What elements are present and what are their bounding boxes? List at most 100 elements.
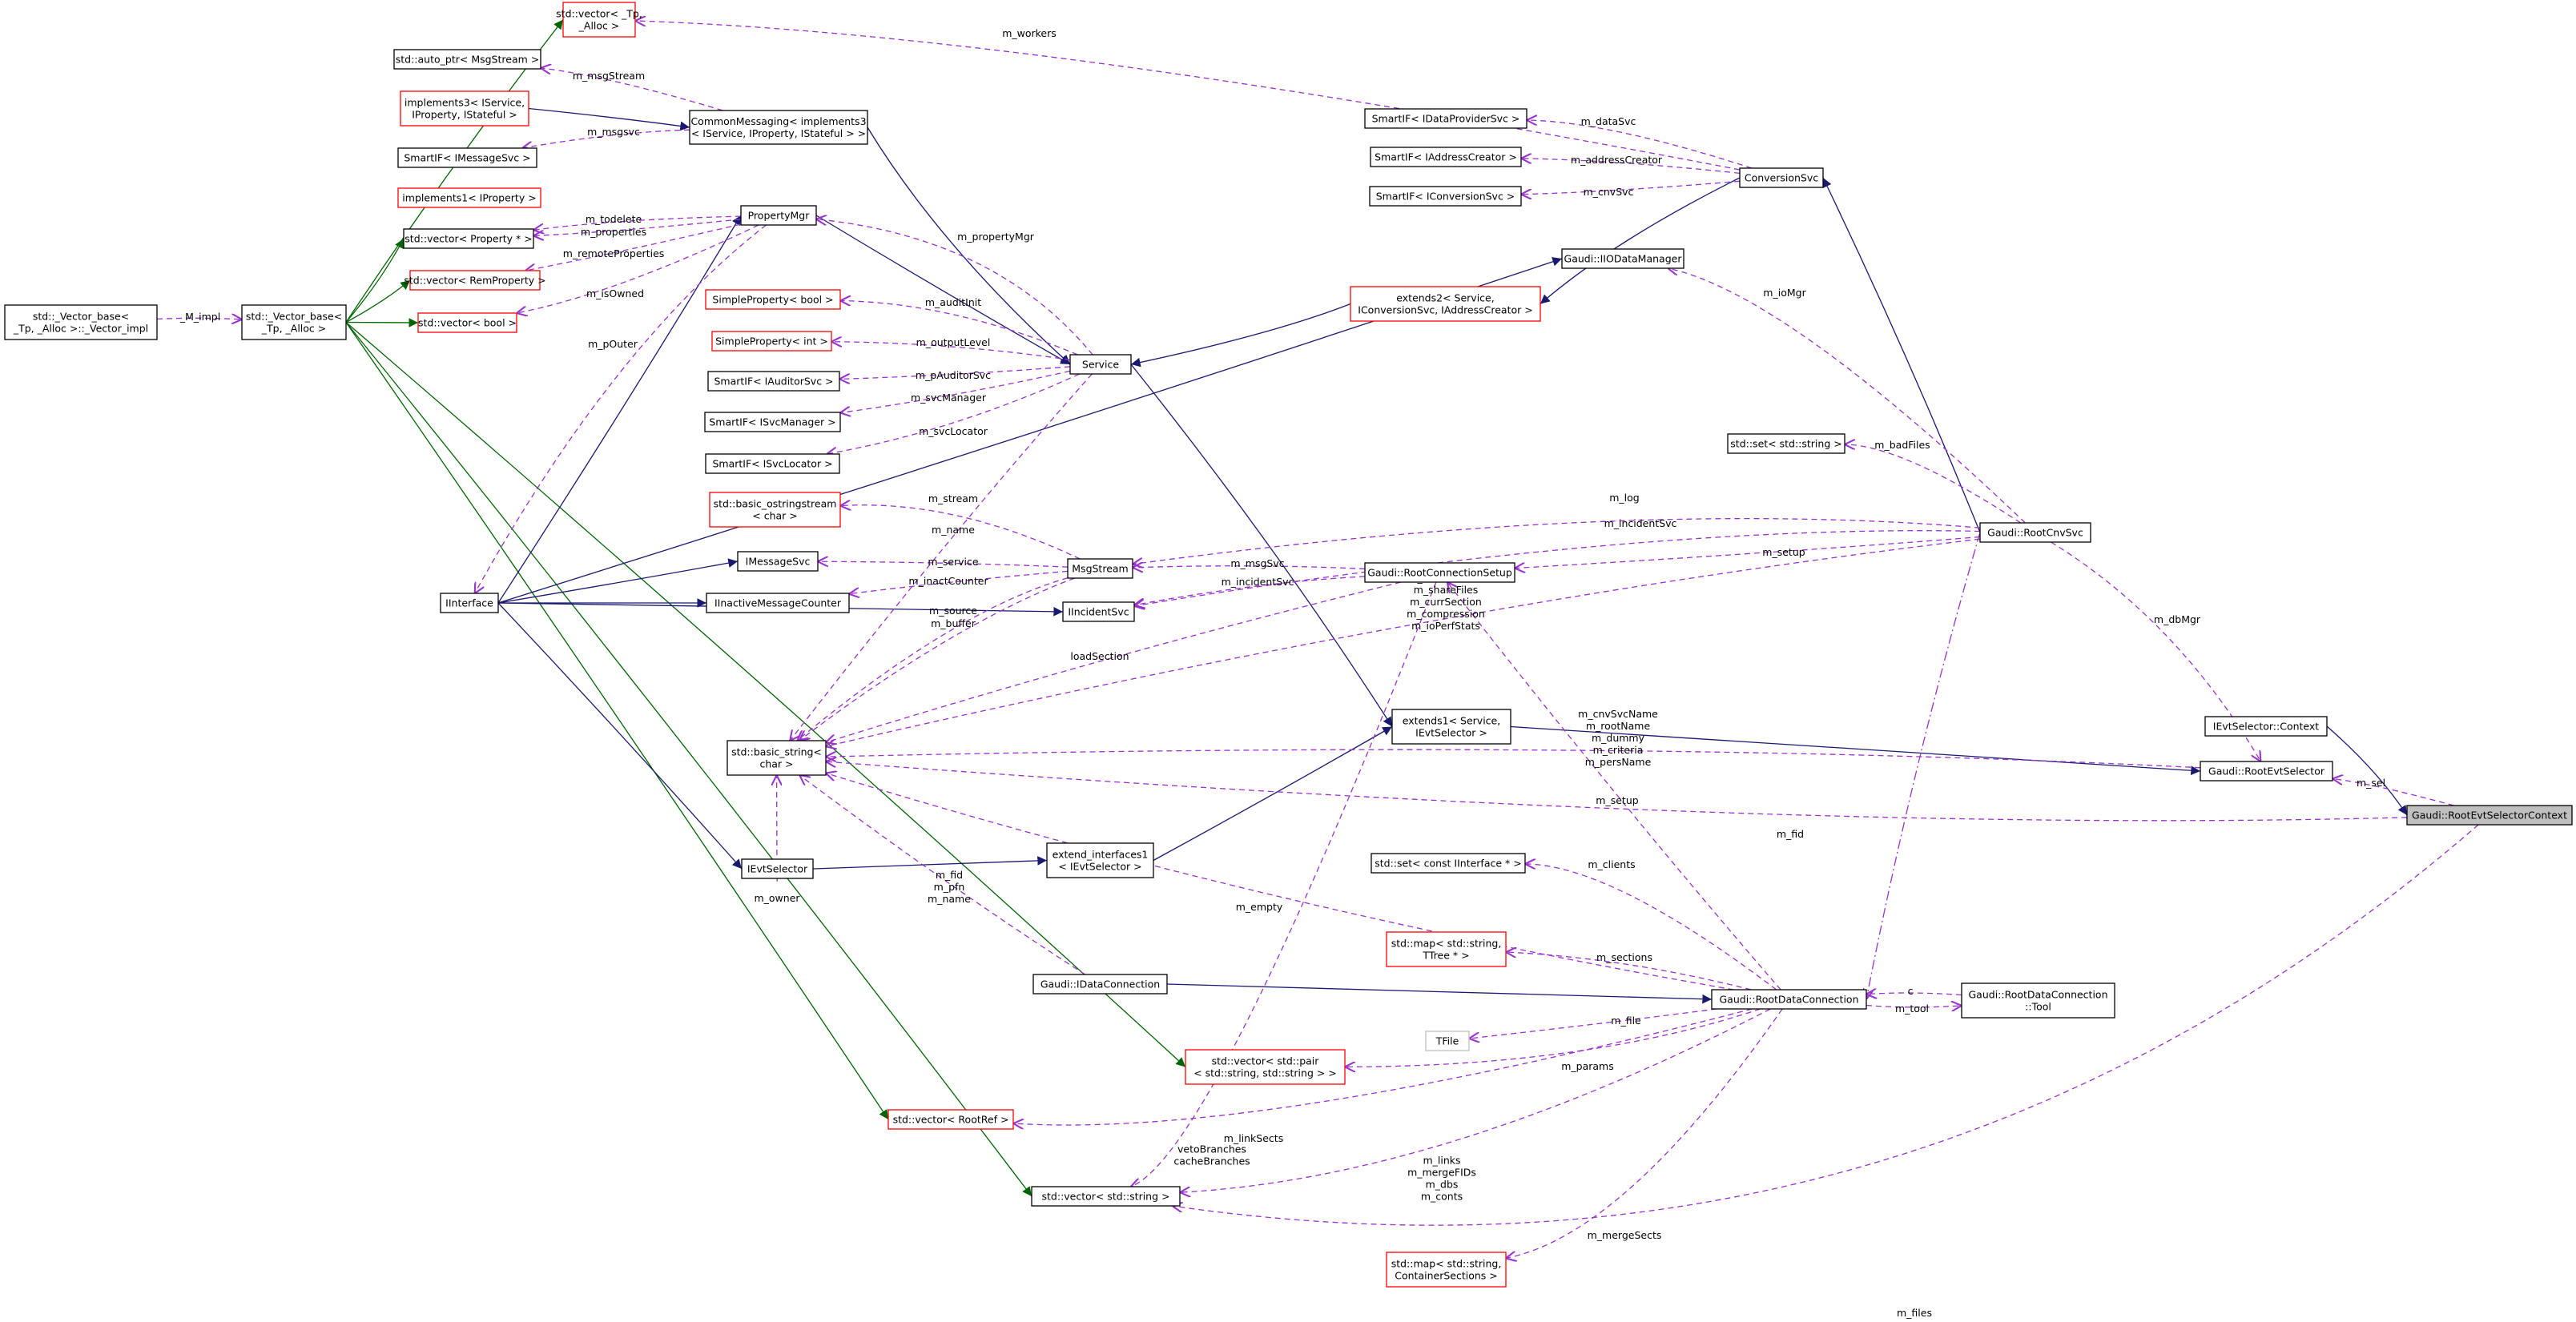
class-node-tfile[interactable]: TFile xyxy=(1425,1031,1470,1051)
class-node-impl3[interactable]: implements3< IService,IProperty, IStatef… xyxy=(400,90,529,127)
class-node-box xyxy=(1391,709,1511,745)
edge-label-m-todelete: m_todelete xyxy=(586,213,642,225)
class-node-propmgr[interactable]: PropertyMgr xyxy=(740,205,817,226)
class-node-extends2[interactable]: extends2< Service,IConversionSvc, IAddre… xyxy=(1350,286,1541,322)
class-node-box xyxy=(2204,716,2328,737)
class-node-convsvc[interactable]: ConversionSvc xyxy=(1739,167,1824,188)
class-node-spbool[interactable]: SimpleProperty< bool > xyxy=(705,289,841,310)
class-node-iinact[interactable]: IInactiveMessageCounter xyxy=(706,593,850,613)
class-node-box xyxy=(1371,853,1526,874)
class-node-label: SmartIF< IAddressCreator > xyxy=(1375,151,1517,163)
edge-label-m-svcmanager: m_svcManager xyxy=(911,392,987,404)
edge-iface-to-propmgr xyxy=(497,215,742,604)
class-node-service[interactable]: Service xyxy=(1069,354,1132,375)
class-node-tool[interactable]: Gaudi::RootDataConnection::Tool xyxy=(1961,982,2115,1019)
class-node-box xyxy=(1979,522,2091,543)
edge-service-to-sif-aud xyxy=(839,366,1071,380)
class-node-label: SmartIF< IDataProviderSvc > xyxy=(1372,113,1520,125)
class-node-sif-svcl[interactable]: SmartIF< ISvcLocator > xyxy=(705,453,840,474)
class-node-cmsg[interactable]: CommonMessaging< implements3< IService, … xyxy=(689,110,868,145)
class-node-box xyxy=(562,2,636,38)
class-node-box xyxy=(403,228,534,249)
class-node-impl1[interactable]: implements1< IProperty > xyxy=(397,187,541,208)
class-node-mapcont[interactable]: std::map< std::string,ContainerSections … xyxy=(1386,1252,1507,1288)
edge-rdataconn-to-bstring xyxy=(826,774,1734,990)
class-node-mapttree[interactable]: std::map< std::string,TTree * > xyxy=(1386,931,1507,967)
class-node-vecprop[interactable]: std::vector< Property * > xyxy=(403,228,534,249)
class-node-box xyxy=(4,304,158,340)
class-node-box xyxy=(1369,186,1522,207)
edge-convsvc-to-vecTp xyxy=(635,21,1741,171)
class-node-extif1[interactable]: extend_interfaces1< IEvtSelector > xyxy=(1046,842,1154,878)
edge-label-m-sections: m_sections xyxy=(1596,951,1652,963)
class-node-focus[interactable]: Gaudi::RootEvtSelectorContext xyxy=(2406,805,2573,826)
class-node-box xyxy=(689,110,868,145)
class-node-vecstr[interactable]: std::vector< std::string > xyxy=(1031,1186,1181,1207)
class-node-ievtsel[interactable]: IEvtSelector xyxy=(741,858,814,879)
class-node-label: PropertyMgr xyxy=(748,210,811,222)
class-node-vecbool[interactable]: std::vector< bool > xyxy=(417,312,517,333)
class-node-label: implements1< IProperty > xyxy=(402,192,536,204)
class-node-spint[interactable]: SimpleProperty< int > xyxy=(711,331,832,352)
class-node-iface[interactable]: IInterface xyxy=(440,593,499,613)
edge-label-m-mergesects: m_mergeSects xyxy=(1588,1229,1662,1241)
class-node-setstr[interactable]: std::set< std::string > xyxy=(1727,433,1845,454)
class-node-rootcnv[interactable]: Gaudi::RootCnvSvc xyxy=(1979,522,2091,543)
class-node-vimpl[interactable]: std::_Vector_base<_Tp, _Alloc >::_Vector… xyxy=(4,304,158,340)
class-node-idataconn[interactable]: Gaudi::IDataConnection xyxy=(1032,974,1168,995)
edge-label-m-fid: m_fid xyxy=(1777,828,1804,840)
class-node-box xyxy=(1062,601,1135,622)
edge-rdataconn-to-vecpair xyxy=(1345,1008,1761,1067)
class-node-label: IIncidentSvc xyxy=(1068,606,1129,618)
class-node-vecrem[interactable]: std::vector< RemProperty > xyxy=(404,270,546,291)
class-node-extends1[interactable]: extends1< Service,IEvtSelector > xyxy=(1391,709,1511,745)
edge-vimpl-to-vbase xyxy=(156,318,242,319)
class-node-setiface[interactable]: std::set< const IInterface * > xyxy=(1371,853,1526,874)
class-node-iincid[interactable]: IIncidentSvc xyxy=(1062,601,1135,622)
edge-extends1-to-revtsel xyxy=(1510,725,2201,776)
edge-label-m-linksects: m_linkSects xyxy=(1224,1132,1283,1144)
class-node-box xyxy=(409,270,541,291)
class-node-box xyxy=(2406,805,2573,826)
edge-rdataconn-to-mapttree xyxy=(1506,952,1752,990)
class-node-imsgsvc[interactable]: IMessageSvc xyxy=(737,551,819,572)
class-node-label: std::vector< std::pair< std::string, std… xyxy=(1193,1055,1337,1079)
class-node-bstring[interactable]: std::basic_string<char > xyxy=(727,740,827,776)
edge-propmgr-to-vecrem xyxy=(525,223,742,271)
class-node-ostr[interactable]: std::basic_ostringstream< char > xyxy=(709,492,841,528)
class-node-sif-cnv[interactable]: SmartIF< IConversionSvc > xyxy=(1369,186,1522,207)
edge-label-m-dbmgr: m_dbMgr xyxy=(2154,613,2201,625)
class-node-sif-aud[interactable]: SmartIF< IAuditorSvc > xyxy=(707,371,840,392)
class-node-iiodm[interactable]: Gaudi::IIODataManager xyxy=(1561,248,1684,269)
class-node-rdataconn[interactable]: Gaudi::RootDataConnection xyxy=(1711,989,1867,1010)
class-node-label: std::map< std::string,TTree * > xyxy=(1391,938,1502,962)
class-node-sif-svcm[interactable]: SmartIF< ISvcManager > xyxy=(704,412,841,432)
edge-service-to-propmgr xyxy=(816,219,1093,356)
class-node-box xyxy=(741,858,814,879)
class-node-vecpair[interactable]: std::vector< std::pair< std::string, std… xyxy=(1185,1049,1346,1085)
class-node-rconnsetup[interactable]: Gaudi::RootConnectionSetup xyxy=(1364,562,1515,583)
class-node-label: SmartIF< IConversionSvc > xyxy=(1376,191,1515,203)
class-node-sif-ac[interactable]: SmartIF< IAddressCreator > xyxy=(1370,147,1522,167)
edge-rootcnv-to-msgstream xyxy=(1133,518,1981,565)
class-node-ctx[interactable]: IEvtSelector::Context xyxy=(2204,716,2328,737)
class-node-label: SimpleProperty< bool > xyxy=(712,294,833,306)
edge-label-loadsection: loadSection xyxy=(1070,650,1129,662)
class-node-msgstream[interactable]: MsgStream xyxy=(1067,558,1133,579)
class-node-box xyxy=(1711,989,1867,1010)
class-node-vecrref[interactable]: std::vector< RootRef > xyxy=(888,1109,1014,1130)
edge-label-m-buffer: m_buffer xyxy=(931,617,976,629)
edge-label-m-log: m_log xyxy=(1609,492,1639,504)
class-node-sif-msg[interactable]: SmartIF< IMessageSvc > xyxy=(397,147,537,168)
edge-propmgr-to-service xyxy=(815,215,1071,365)
class-node-label: IInterface xyxy=(445,597,493,609)
class-node-label: IEvtSelector xyxy=(747,863,808,875)
class-node-autoptr[interactable]: std::auto_ptr< MsgStream > xyxy=(393,49,541,70)
class-node-vecTp[interactable]: std::vector< _Tp,_Alloc > xyxy=(556,2,642,38)
class-node-revtsel[interactable]: Gaudi::RootEvtSelector xyxy=(2200,761,2333,782)
class-node-vbase[interactable]: std::_Vector_base<_Tp, _Alloc > xyxy=(241,304,347,340)
class-node-sif-dp[interactable]: SmartIF< IDataProviderSvc > xyxy=(1364,108,1527,129)
class-node-box xyxy=(440,593,499,613)
